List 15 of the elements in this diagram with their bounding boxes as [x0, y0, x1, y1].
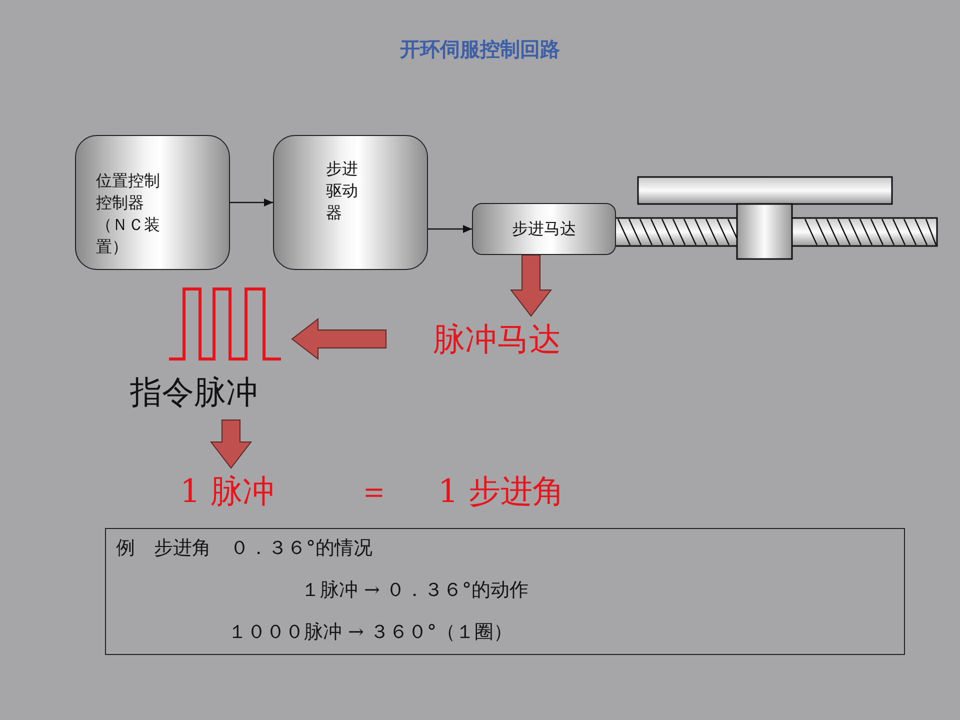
note-box: 例 步进角 ０．３６°的情况 １脉冲 → ０．３６°的动作 １０００脉冲 → ３６０°（１圈） — [105, 528, 905, 655]
title-text: 开环伺服控制回路 — [400, 37, 560, 61]
process-box: 步进驱动器 — [273, 135, 428, 270]
equation-term: ＝ — [358, 471, 390, 512]
equation-term: 1 脉冲 — [180, 471, 275, 512]
label-text: 脉冲马达 — [386, 316, 590, 362]
arrow — [428, 225, 472, 233]
block-arrow — [291, 318, 386, 360]
caption-text: 指令脉冲 — [130, 372, 258, 412]
equation-term: 1 步进角 — [438, 471, 565, 512]
process-box: 位置控制控制器（ＮＣ装置） — [75, 135, 230, 270]
block-arrow — [210, 420, 252, 469]
arrow — [230, 198, 273, 206]
motor-box: 步进马达 — [472, 203, 616, 255]
block-arrow — [510, 254, 552, 317]
